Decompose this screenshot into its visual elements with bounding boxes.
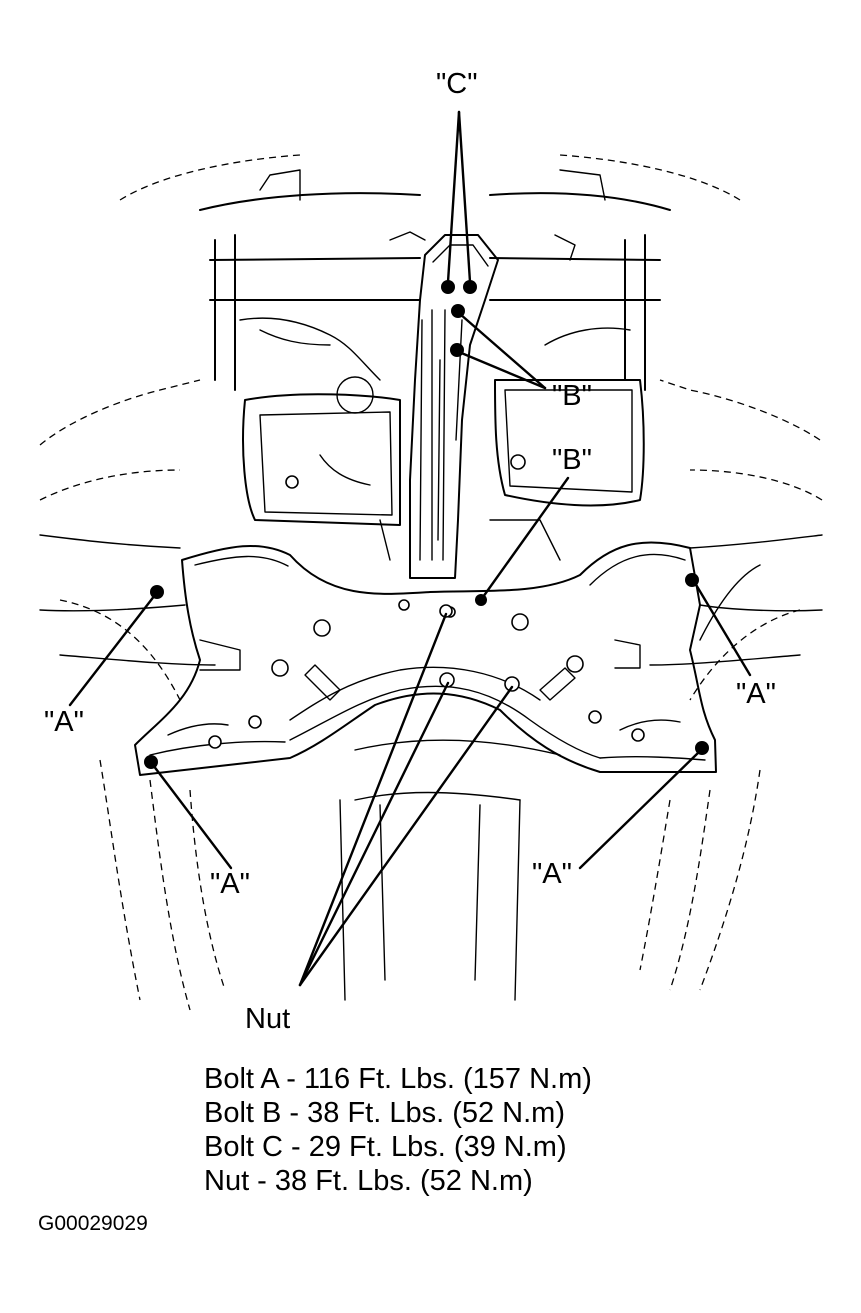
leader-lines <box>68 110 752 987</box>
bolt-c-left <box>441 280 455 294</box>
bolt-b-middle <box>450 343 464 357</box>
spec-bolt-b: Bolt B - 38 Ft. Lbs. (52 N.m) <box>204 1097 565 1129</box>
engine-pan-right <box>494 379 645 507</box>
callout-b-upper: "B" <box>552 380 592 412</box>
callout-a-right-lower: "A" <box>532 858 572 890</box>
callout-a-right-upper: "A" <box>736 678 776 710</box>
upper-frame <box>199 169 671 391</box>
suspension-left <box>39 534 241 671</box>
callout-c: "C" <box>436 68 478 100</box>
crossmember <box>134 541 717 801</box>
underbody-outline <box>39 154 823 1011</box>
torque-specifications: Bolt A - 116 Ft. Lbs. (157 N.m) Bolt B -… <box>204 1062 592 1198</box>
callout-b-lower: "B" <box>552 444 592 476</box>
bolt-c-right <box>463 280 477 294</box>
callout-a-left-lower: "A" <box>210 868 250 900</box>
spec-bolt-a: Bolt A - 116 Ft. Lbs. (157 N.m) <box>204 1063 592 1095</box>
nut-right <box>504 676 520 692</box>
center-member <box>409 234 499 579</box>
callout-a-left-upper: "A" <box>44 706 84 738</box>
callout-nut: Nut <box>245 1003 291 1035</box>
spec-bolt-c: Bolt C - 29 Ft. Lbs. (39 N.m) <box>204 1131 567 1163</box>
figure-id: G00029029 <box>38 1212 148 1235</box>
spec-nut: Nut - 38 Ft. Lbs. (52 N.m) <box>204 1165 533 1197</box>
engine-pan-left <box>242 376 401 526</box>
suspension-right <box>614 534 823 669</box>
